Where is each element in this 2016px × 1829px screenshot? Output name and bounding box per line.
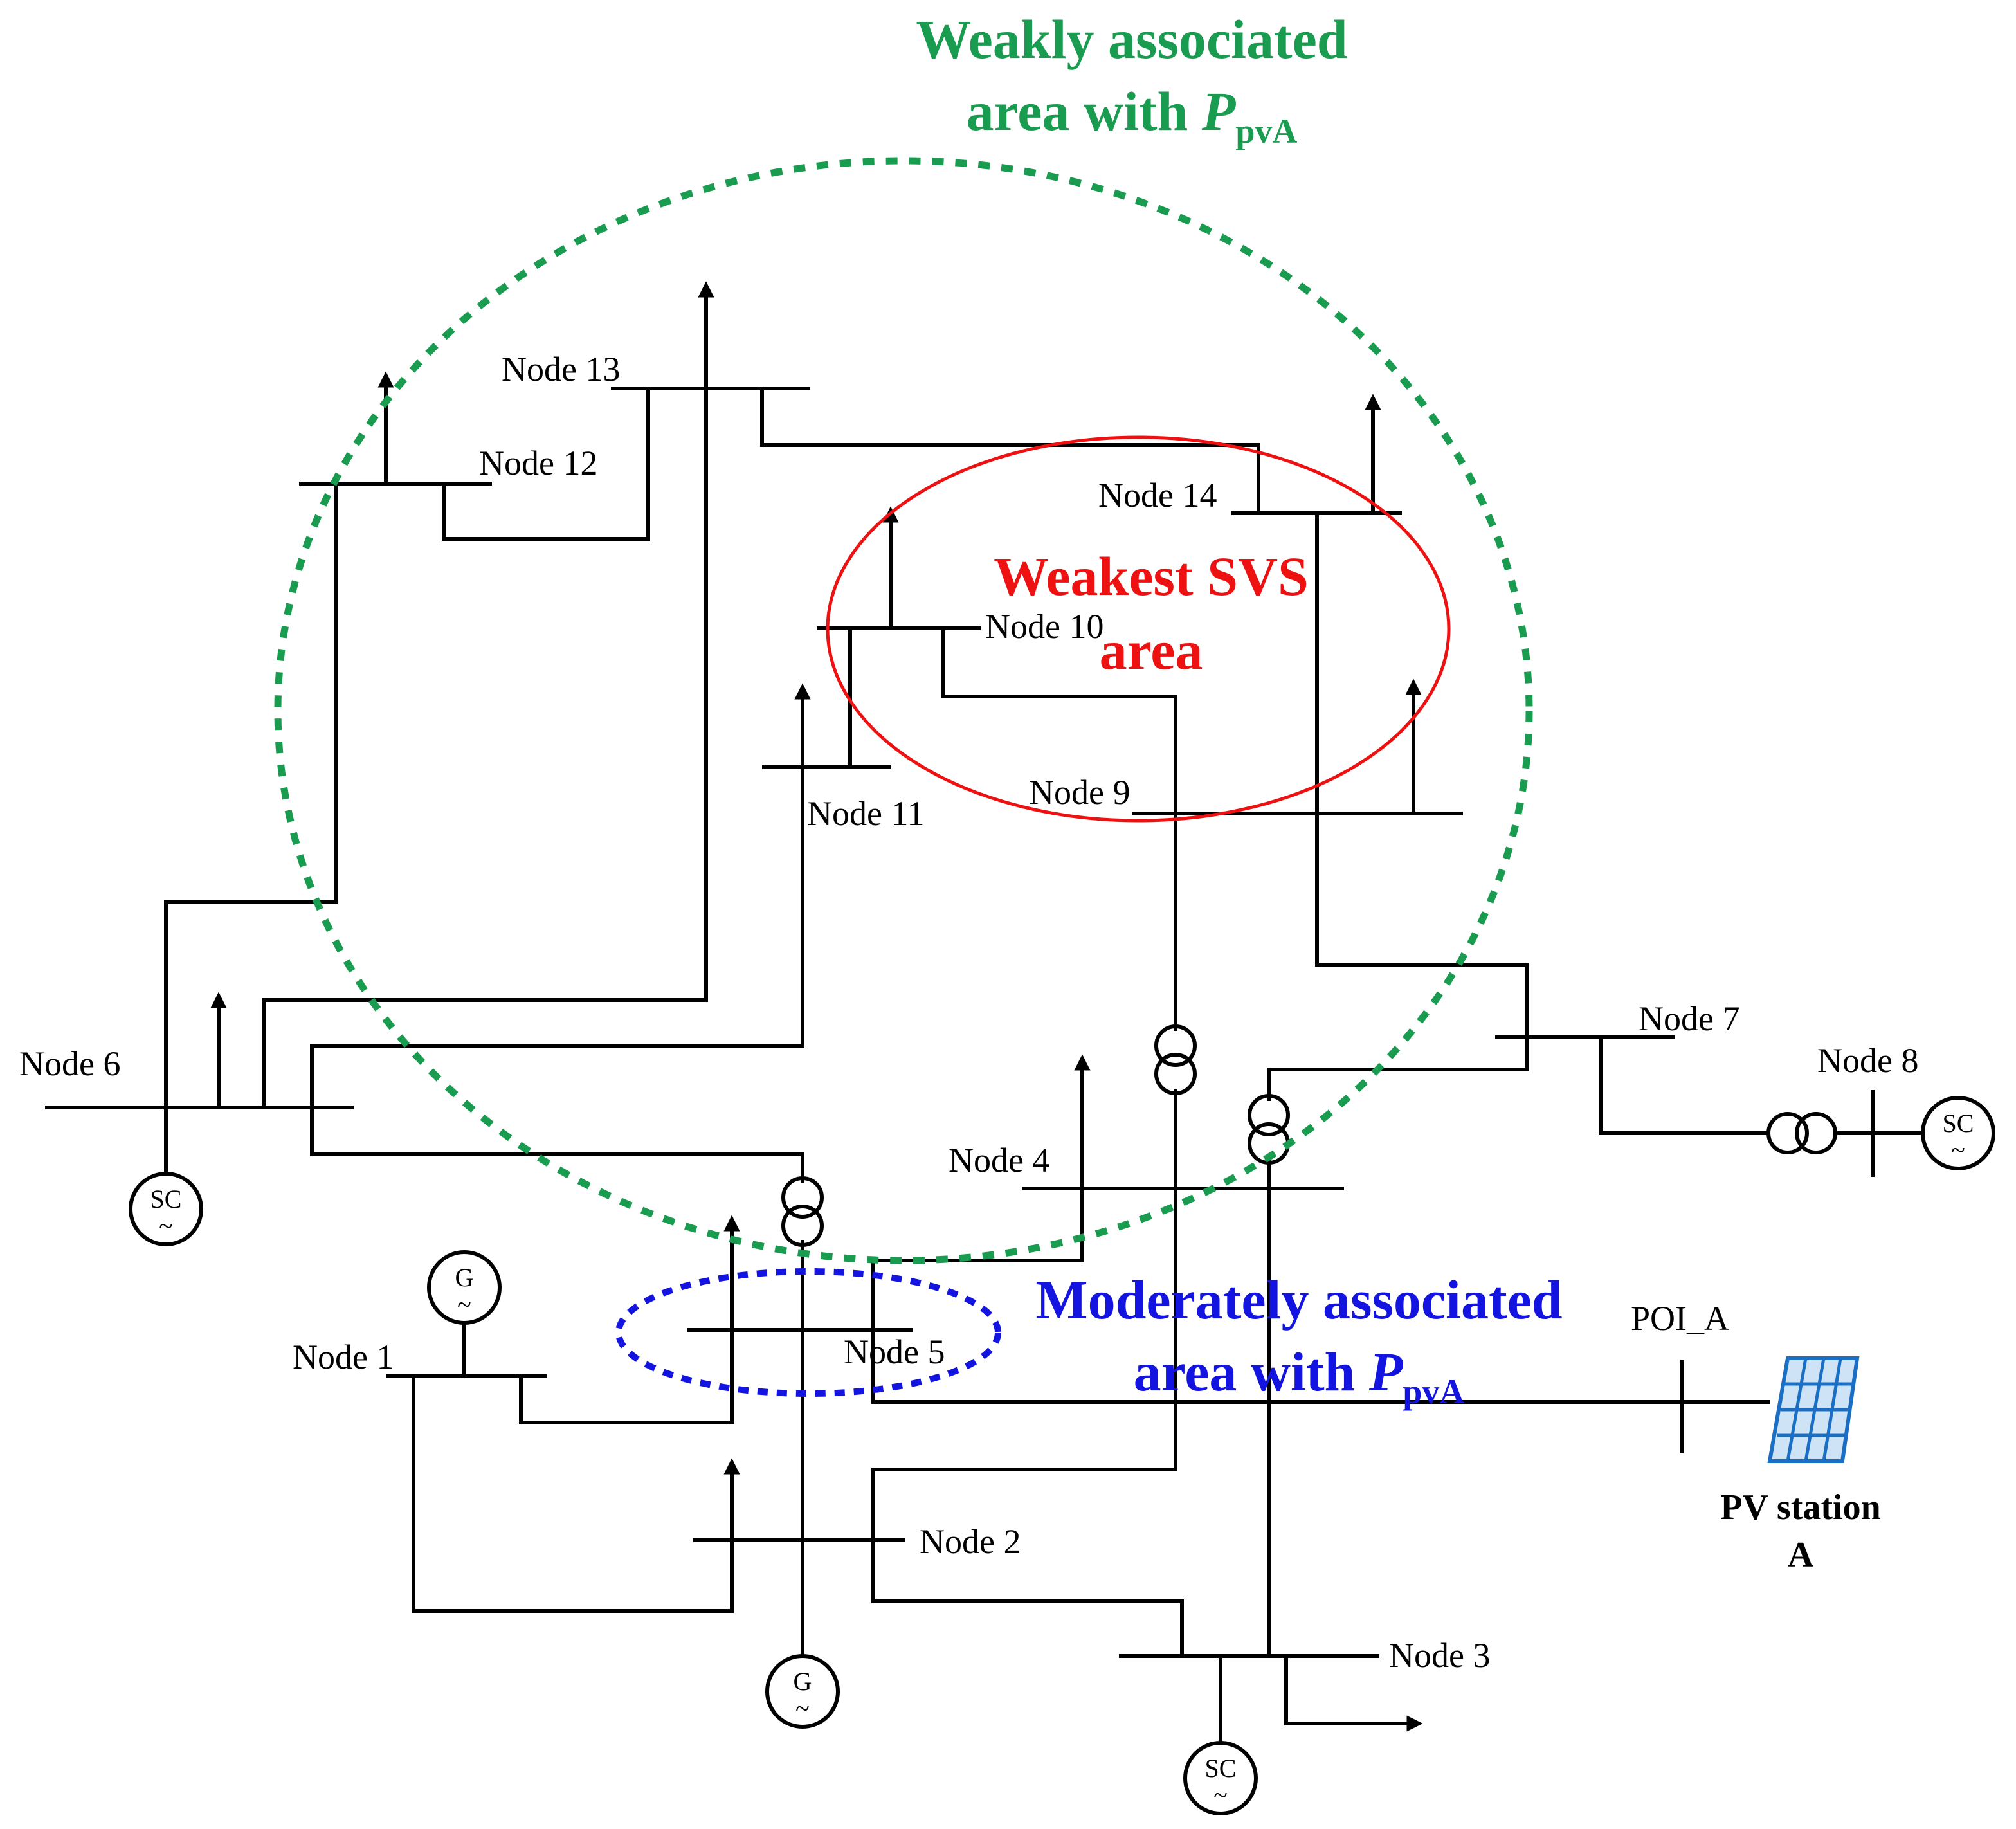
weakest-svs-area-boundary (826, 435, 1451, 823)
generator-letter: G (794, 1667, 812, 1696)
sync-condenser-node-6: SC ~ (129, 1172, 203, 1246)
transformer-icon (1766, 1112, 1837, 1154)
transformer-icon (1156, 1026, 1195, 1093)
node-label-7: Node 7 (1639, 999, 1739, 1038)
pv-panel-icon (1767, 1356, 1860, 1463)
node-label-poi-a: POI_A (1631, 1299, 1729, 1338)
transformer-icon (783, 1178, 822, 1245)
sync-condenser-icon (129, 1172, 203, 1246)
moderate-area-title-subscript: pvA (1403, 1372, 1464, 1411)
sync-condenser-icon (1183, 1741, 1258, 1815)
line-6-5 (310, 1107, 804, 1183)
transformers (783, 1026, 1837, 1245)
node-label-6: Node 6 (19, 1044, 120, 1083)
node-label-2: Node 2 (920, 1522, 1021, 1561)
line-7-8 (1599, 1037, 1770, 1135)
sync-condenser-letters: SC (1205, 1754, 1237, 1783)
node-label-13: Node 13 (502, 350, 620, 388)
line-11-6 (310, 767, 804, 1107)
tilde-glyph: ~ (457, 1290, 471, 1319)
moderate-area-title-prefix: area with (1134, 1341, 1369, 1403)
sync-condenser-icon (1921, 1096, 1995, 1170)
moderate-area-title-line2: area with PpvA (1134, 1341, 1465, 1411)
weak-area-title-symbol: P (1201, 80, 1237, 142)
line-14-7 (1315, 513, 1529, 1037)
node-label-1: Node 1 (293, 1338, 394, 1376)
node-label-11: Node 11 (807, 794, 924, 833)
moderate-area-title-symbol: P (1368, 1341, 1404, 1403)
sync-condenser-letters: SC (1943, 1109, 1974, 1138)
sync-condenser-letters: SC (150, 1185, 182, 1214)
sync-condenser-node-3: SC ~ (1183, 1741, 1258, 1815)
bus-bars (45, 387, 1875, 1658)
node-label-8: Node 8 (1817, 1041, 1918, 1080)
line-1-5 (519, 1330, 734, 1424)
sync-condenser-node-8: SC ~ (1921, 1096, 1995, 1170)
weak-area-title-line1: Weakly associated (916, 8, 1347, 70)
branches (164, 388, 1923, 1744)
generator-icon (765, 1654, 840, 1729)
weak-area-title-line2: area with PpvA (967, 80, 1298, 150)
moderate-area-title-line1: Moderately associated (1035, 1269, 1562, 1331)
line-3-load (1284, 1656, 1423, 1732)
node-labels: Node 13 Node 12 Node 14 Node 10 Node 11 … (19, 350, 1918, 1675)
line-10-9 (941, 628, 1177, 814)
line-13-6 (262, 388, 708, 1107)
transformer-icon (1249, 1096, 1288, 1163)
generator-node-2: G ~ (765, 1654, 840, 1729)
line-12-6 (164, 484, 338, 1107)
node-label-5: Node 5 (844, 1333, 945, 1371)
line-9-4b (871, 1089, 1184, 1656)
weak-area-title-subscript: pvA (1235, 112, 1297, 150)
pv-station-label-letter: A (1788, 1535, 1814, 1575)
weakly-associated-area-boundary (274, 157, 1533, 1264)
weakest-area-title-line1: Weakest SVS (994, 545, 1309, 607)
node-label-4: Node 4 (949, 1141, 1049, 1179)
moderately-associated-area-boundary (615, 1268, 1001, 1397)
tilde-glyph: ~ (795, 1694, 810, 1723)
tilde-glyph: ~ (159, 1212, 173, 1241)
pv-station-label: PV station (1720, 1488, 1880, 1527)
node-label-14: Node 14 (1098, 476, 1217, 514)
tilde-glyph: ~ (1951, 1136, 1965, 1165)
line-1-2 (412, 1376, 734, 1613)
weakest-area-title-line2: area (1100, 619, 1203, 681)
generator-node-1: G ~ (427, 1250, 502, 1325)
weak-area-title-prefix: area with (967, 80, 1202, 142)
generator-icon (427, 1250, 502, 1325)
generator-letter: G (455, 1263, 474, 1292)
node-label-10: Node 10 (985, 607, 1103, 646)
tilde-glyph: ~ (1213, 1781, 1228, 1810)
node-label-3: Node 3 (1389, 1636, 1490, 1675)
line-12-13 (442, 388, 650, 541)
node-label-9: Node 9 (1029, 773, 1130, 812)
line-13-14 (760, 388, 1260, 513)
line-7-4 (1267, 1037, 1529, 1101)
node-label-12: Node 12 (479, 444, 597, 482)
